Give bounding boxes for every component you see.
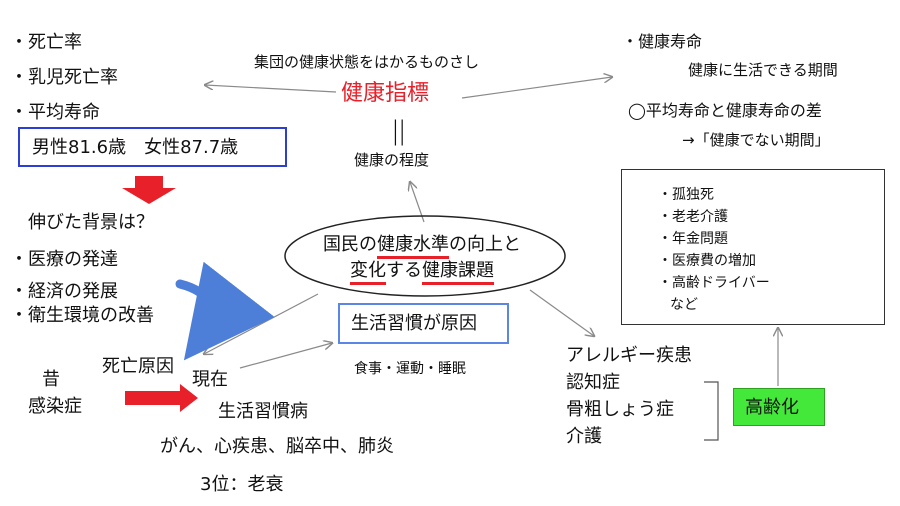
equals-sign: ||: [391, 116, 406, 146]
issue-item: ・高齢ドライバー: [658, 275, 770, 291]
ellipse-text-improvement: の向上と: [449, 234, 521, 255]
bullet-healthy-life: ・健康寿命: [622, 32, 703, 51]
indicator-caption: 集団の健康状態をはかるものさし: [254, 53, 480, 71]
aging-bracket: [704, 381, 719, 441]
unhealthy-period: →「健康でない期間」: [682, 131, 830, 149]
death-cause-label: 死亡原因: [102, 356, 174, 377]
aging-box: 高齢化: [733, 388, 825, 426]
issue-item: ・年金問題: [658, 231, 728, 247]
red-right-arrow: [125, 384, 198, 412]
arrow-to-death-cause: [204, 293, 319, 354]
background-question: 伸びた背景は？: [28, 212, 154, 233]
reason-hygiene: ・衛生環境の改善: [10, 305, 154, 326]
reason-economy: ・経済の発展: [10, 281, 118, 302]
reason-medical: ・医療の発達: [10, 249, 118, 270]
past-infection: 感染症: [28, 396, 82, 417]
healthy-life-desc: 健康に生活できる期間: [688, 61, 838, 79]
aging-issues-box: ・孤独死 ・老老介護 ・年金問題 ・医療費の増加 ・高齢ドライバー など: [621, 169, 885, 325]
aging-disease-item: アレルギー疾患: [566, 345, 692, 366]
bullet-average-life: ・平均寿命: [10, 102, 100, 123]
lifestyle-disease: 生活習慣病: [218, 401, 308, 422]
life-gap: ◯平均寿命と健康寿命の差: [628, 101, 822, 120]
red-down-arrow: [122, 176, 176, 204]
ellipse-line-1: 国民の健康水準の向上と: [323, 234, 521, 259]
health-indicator-title: 健康指標: [341, 81, 430, 106]
ellipse-text-change: 変化: [350, 260, 386, 285]
ellipse-text-suru: する: [386, 260, 422, 281]
ellipse-line-2: 変化する健康課題: [350, 260, 494, 285]
lifestyle-cause-box: 生活習慣が原因: [338, 303, 509, 344]
average-life-box: 男性81.6歳 女性87.7歳: [18, 127, 287, 167]
issue-item: ・老老介護: [658, 209, 728, 225]
aging-box-text: 高齢化: [745, 397, 799, 418]
arrow-to-lifestyle-box: [239, 343, 332, 369]
blue-curved-arrow: [175, 261, 275, 361]
third-cause: 3位：老衰: [200, 474, 284, 495]
disease-list: がん、心疾患、脳卒中、肺炎: [160, 436, 394, 457]
lifestyle-cause-text: 生活習慣が原因: [351, 313, 477, 334]
issue-item: ・医療費の増加: [658, 253, 756, 269]
average-life-values: 男性81.6歳 女性87.7歳: [32, 137, 239, 158]
arrow-to-left-indicators: [205, 85, 337, 93]
lifestyle-factors: 食事・運動・睡眠: [354, 361, 466, 377]
ellipse-text-health-level: 健康水準: [377, 234, 449, 259]
aging-disease-item: 認知症: [566, 372, 620, 393]
health-degree: 健康の程度: [354, 151, 430, 169]
past-label: 昔: [42, 369, 60, 390]
bullet-infant-mortality: ・乳児死亡率: [10, 67, 118, 88]
arrow-to-healthy-life: [461, 77, 612, 99]
bullet-mortality: ・死亡率: [10, 32, 82, 53]
ellipse-text-national: 国民の: [323, 234, 377, 255]
issue-item: ・孤独死: [658, 187, 714, 203]
central-ellipse: [284, 215, 566, 297]
aging-disease-item: 骨粗しょう症: [566, 399, 674, 420]
now-label: 現在: [192, 369, 228, 390]
ellipse-text-health-issues: 健康課題: [422, 260, 494, 285]
arrow-to-aging-diseases: [529, 289, 594, 336]
aging-disease-item: 介護: [566, 426, 602, 447]
issue-etc: など: [670, 297, 698, 313]
